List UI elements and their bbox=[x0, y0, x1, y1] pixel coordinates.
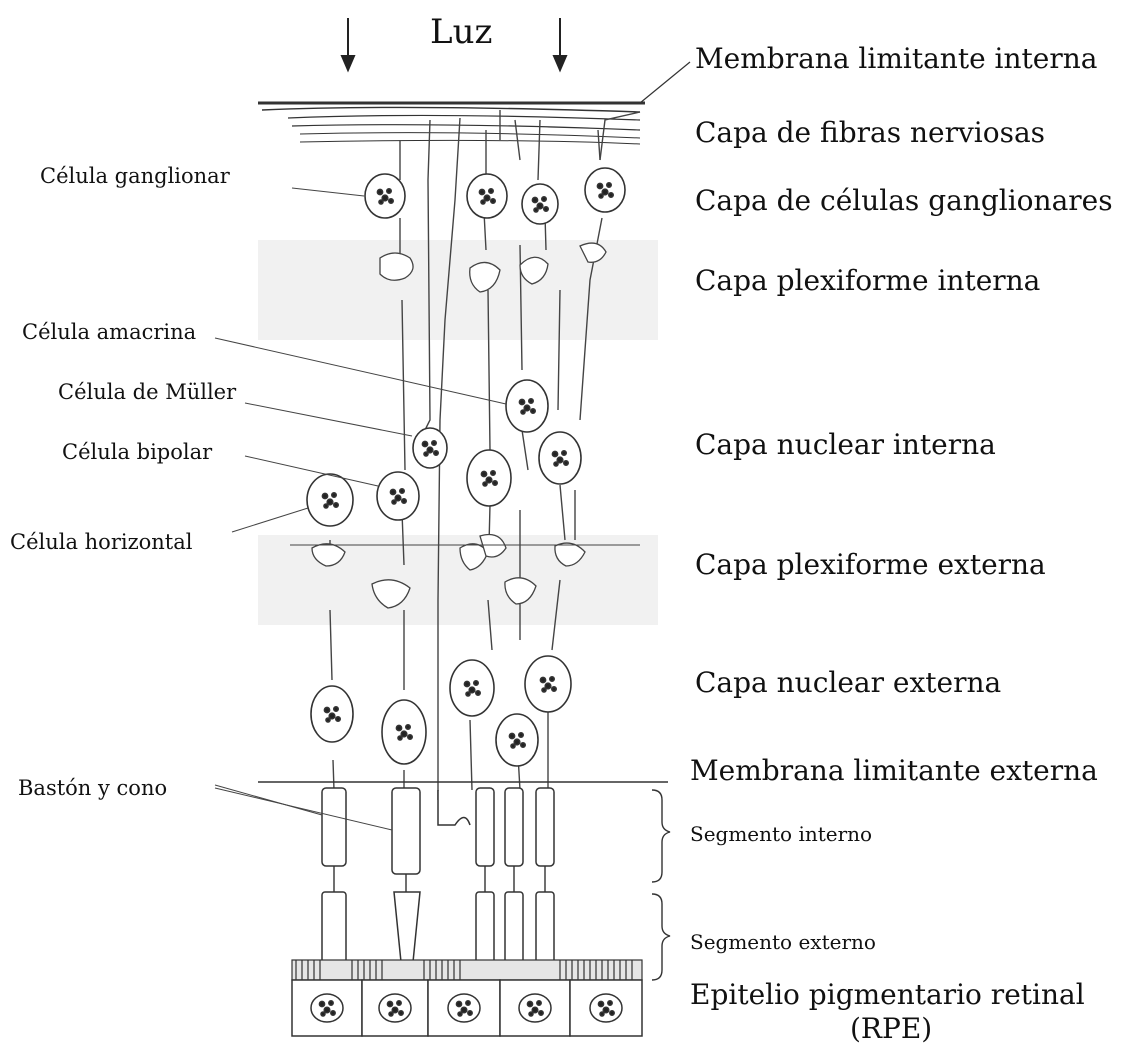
label-outer-plexiform-layer: Capa plexiforme externa bbox=[695, 548, 1046, 581]
label-rpe-abbrev: (RPE) bbox=[850, 1012, 932, 1045]
label-outer-nuclear-layer: Capa nuclear externa bbox=[695, 666, 1001, 699]
label-horizontal-cell: Célula horizontal bbox=[10, 530, 192, 554]
label-muller-cell: Célula de Müller bbox=[58, 380, 236, 404]
light-arrow-left bbox=[342, 18, 354, 70]
outer-nuclear-cells bbox=[311, 656, 571, 766]
label-rpe: Epitelio pigmentario retinal bbox=[690, 978, 1085, 1011]
label-inner-limiting-membrane: Membrana limitante interna bbox=[695, 42, 1097, 75]
light-label: Luz bbox=[430, 12, 492, 52]
photoreceptor-connecting-cilia bbox=[334, 866, 545, 892]
photoreceptor-inner-segments bbox=[322, 788, 554, 874]
segment-braces bbox=[652, 790, 670, 980]
rpe-microvilli bbox=[292, 960, 642, 980]
label-bipolar-cell: Célula bipolar bbox=[62, 440, 212, 464]
label-inner-plexiform-layer: Capa plexiforme interna bbox=[695, 264, 1040, 297]
inner-limiting-membrane bbox=[258, 62, 690, 144]
light-arrow-right bbox=[554, 18, 566, 70]
label-outer-limiting-membrane: Membrana limitante externa bbox=[690, 754, 1098, 787]
label-ganglion-cell: Célula ganglionar bbox=[40, 164, 230, 188]
label-inner-nuclear-layer: Capa nuclear interna bbox=[695, 428, 996, 461]
label-rod-and-cone: Bastón y cono bbox=[18, 776, 167, 800]
rpe-cells bbox=[292, 980, 642, 1036]
ganglion-cells bbox=[365, 168, 625, 224]
label-inner-segment: Segmento interno bbox=[690, 822, 872, 846]
label-amacrine-cell: Célula amacrina bbox=[22, 320, 196, 344]
label-nerve-fiber-layer: Capa de fibras nerviosas bbox=[695, 116, 1045, 149]
label-ganglion-cell-layer: Capa de células ganglionares bbox=[695, 184, 1113, 217]
label-outer-segment: Segmento externo bbox=[690, 930, 876, 954]
inner-nuclear-cells bbox=[307, 380, 581, 526]
